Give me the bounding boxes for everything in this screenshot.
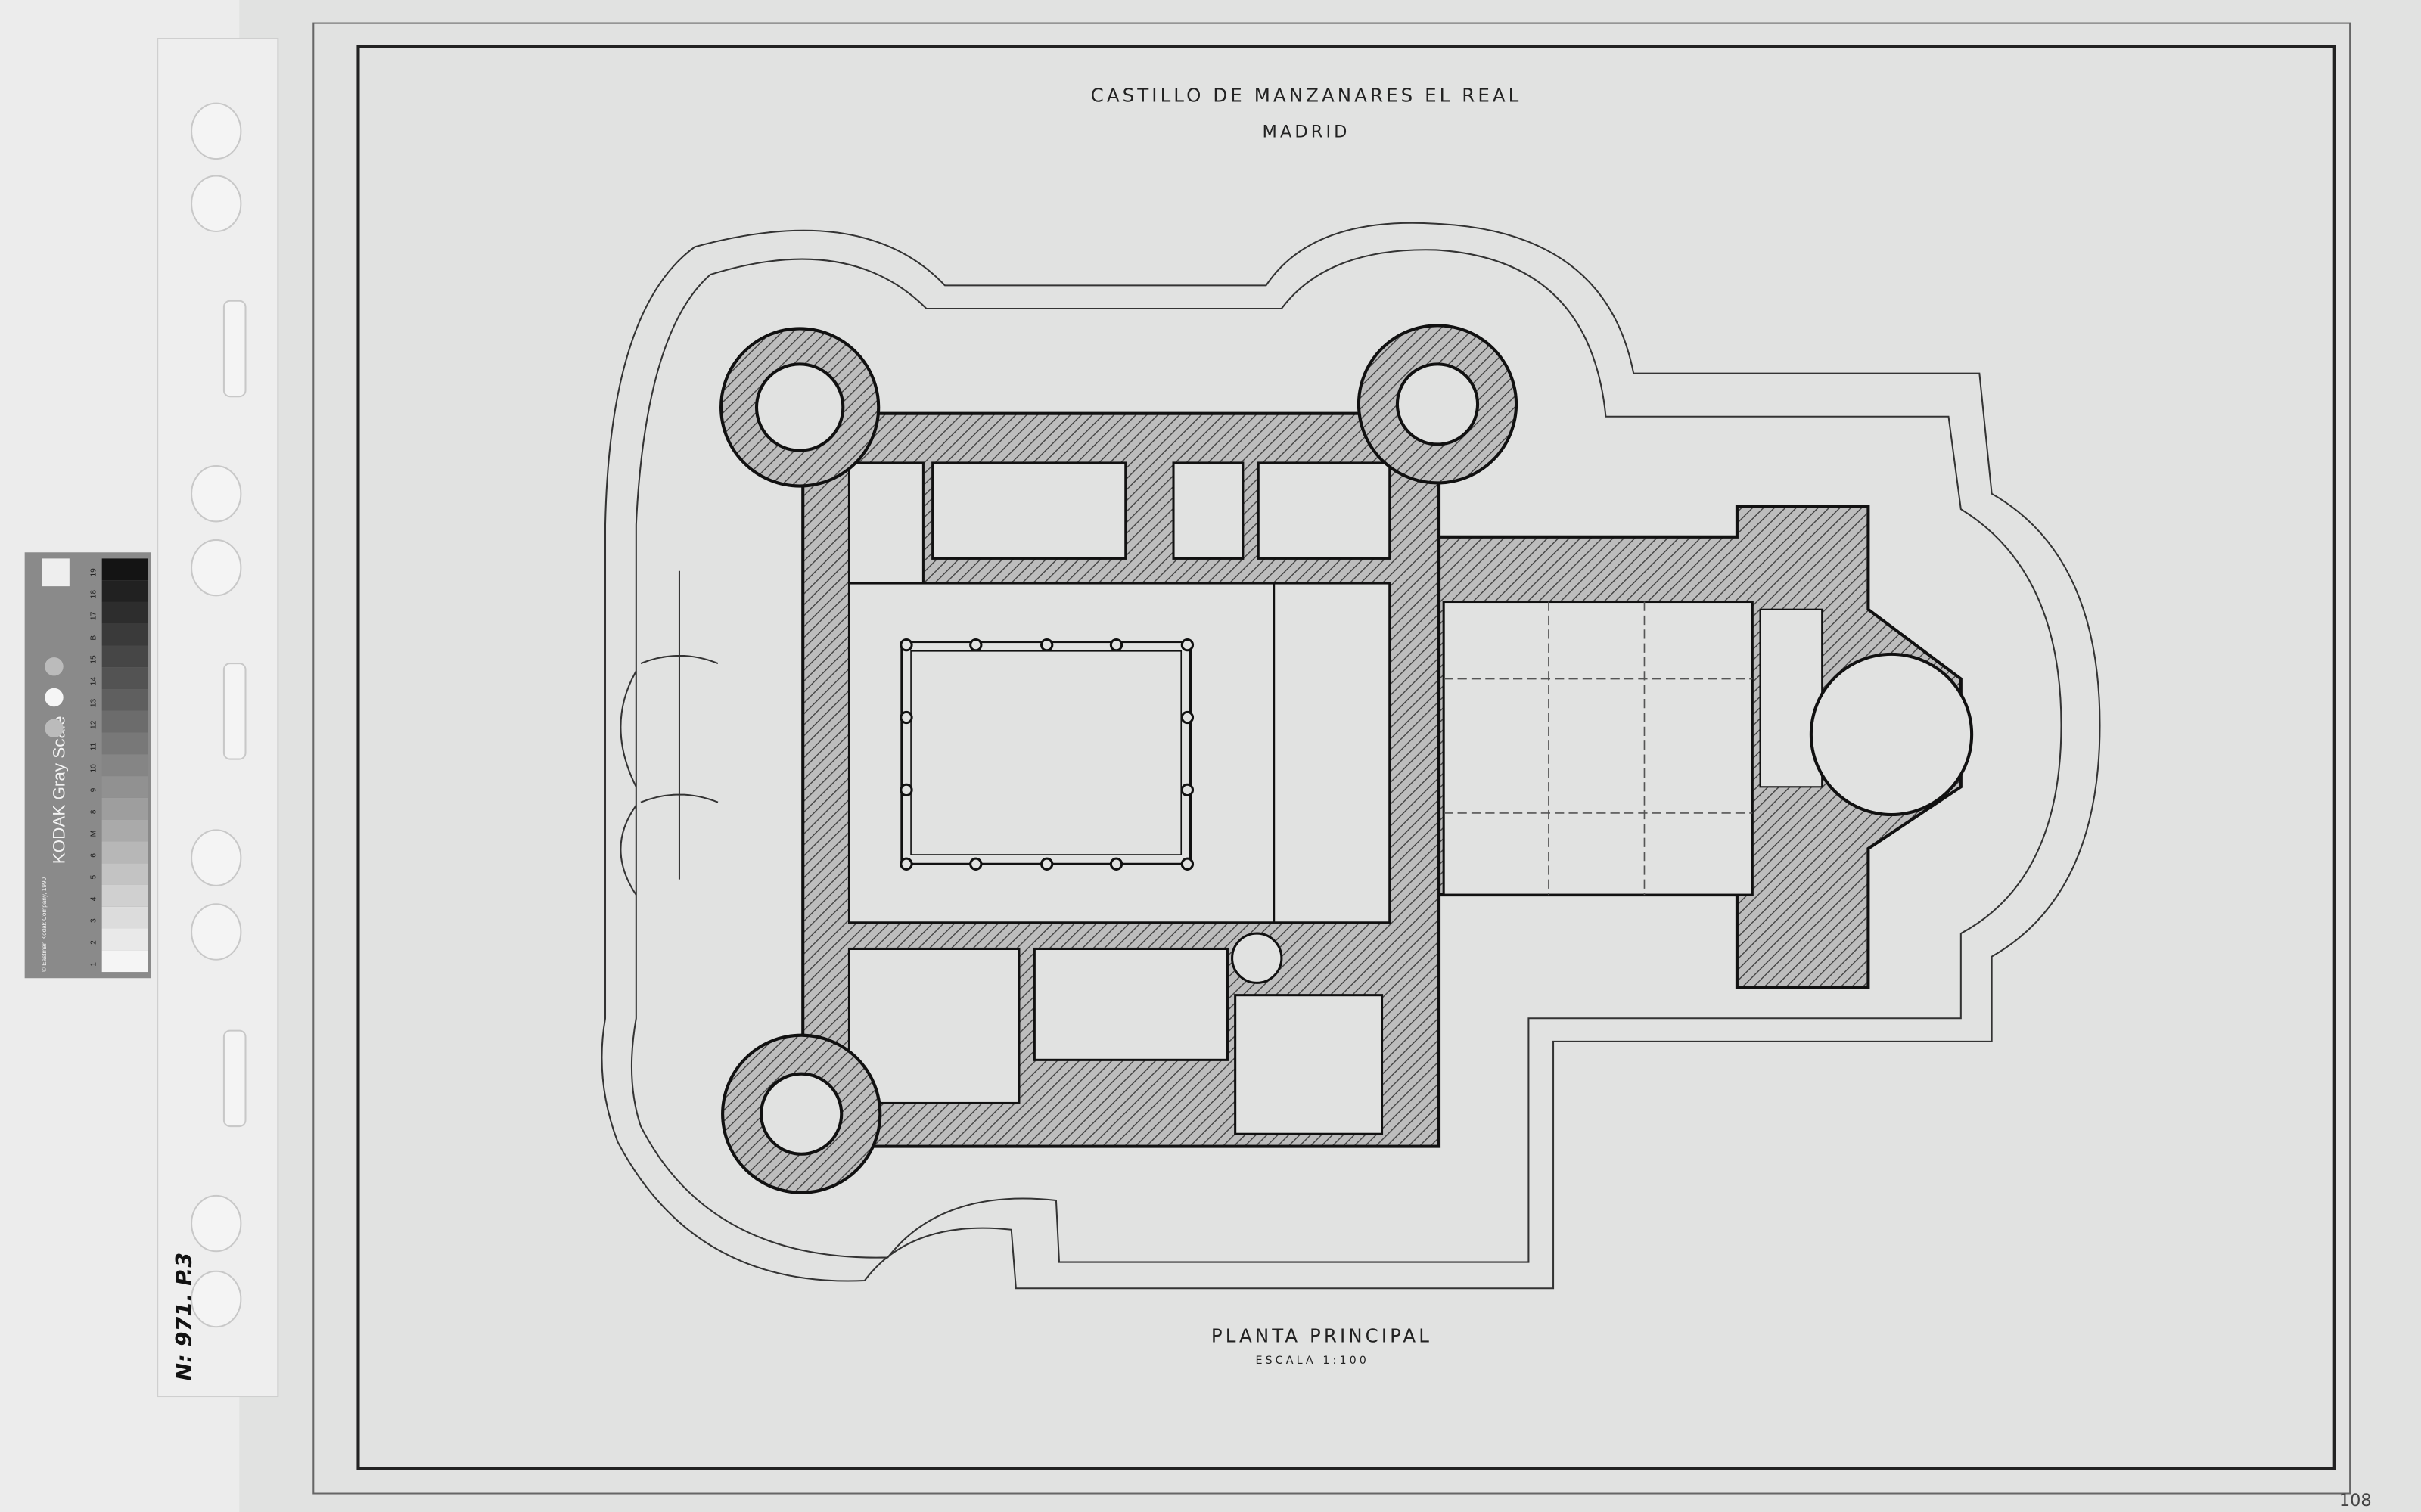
gray-step-label: 14	[90, 677, 98, 686]
inner-frame	[356, 45, 2336, 1470]
gray-step-label: 5	[90, 875, 98, 880]
gray-step	[101, 928, 148, 951]
gray-step	[101, 601, 148, 624]
courtyard-column	[900, 857, 913, 871]
magenta-mark-icon	[45, 657, 64, 676]
courtyard-column	[1109, 857, 1123, 871]
gray-step	[101, 884, 148, 907]
courtyard-column	[900, 638, 913, 652]
gray-step-label: 17	[90, 611, 98, 620]
gray-step-label: 18	[90, 590, 98, 599]
film-strip	[157, 37, 279, 1398]
gray-step	[101, 797, 148, 820]
gray-step-label: 9	[90, 787, 98, 792]
drawing-title: CASTILLO DE MANZANARES EL REAL	[1091, 85, 1522, 107]
gray-scale-copyright: © Eastman Kodak Company, 1990	[41, 877, 48, 973]
gray-step-label: 12	[90, 720, 98, 729]
gray-step-label: 13	[90, 699, 98, 708]
courtyard-column	[1040, 857, 1054, 871]
gray-step-label: 3	[90, 918, 98, 923]
gray-step	[101, 950, 148, 973]
gray-step	[101, 558, 148, 581]
courtyard-column	[1040, 638, 1054, 652]
gray-step-label: 6	[90, 853, 98, 858]
plan-name: PLANTA PRINCIPAL	[1211, 1325, 1432, 1347]
gray-step	[101, 689, 148, 711]
gray-step	[101, 667, 148, 690]
cyan-mark-icon	[45, 719, 64, 738]
gray-step	[101, 776, 148, 798]
outer-enclosure	[601, 222, 2101, 1290]
courtyard-column	[1109, 638, 1123, 652]
gray-step	[101, 754, 148, 777]
courtyard-column	[900, 783, 913, 797]
courtyard-column	[969, 638, 983, 652]
courtyard-column	[900, 710, 913, 725]
plan-scale: ESCALA 1:100	[1255, 1355, 1369, 1367]
gray-step	[101, 710, 148, 733]
archive-note: N: 971. P.3	[171, 1253, 197, 1381]
courtyard-column	[1180, 710, 1195, 725]
gray-step-label: 4	[90, 896, 98, 901]
courtyard-column	[1180, 783, 1195, 797]
gray-step	[101, 841, 148, 864]
gray-step-label: M	[90, 831, 98, 837]
gray-step	[101, 732, 148, 755]
gray-step-label: 10	[90, 764, 98, 773]
kodak-logo-icon	[42, 558, 70, 587]
outer-border	[312, 22, 2351, 1495]
gray-step-label: 11	[90, 742, 98, 750]
drawing-subtitle: MADRID	[1263, 123, 1350, 142]
gray-step-label: 1	[90, 962, 98, 967]
gray-step-label: 15	[90, 655, 98, 664]
gray-step-label: 19	[90, 568, 98, 577]
yellow-mark-icon	[45, 688, 64, 707]
courtyard-column	[1180, 857, 1195, 871]
sheet-number: 108	[2339, 1491, 2372, 1510]
gray-step-label: 2	[90, 940, 98, 945]
gray-step-label: 8	[90, 809, 98, 814]
gray-step	[101, 623, 148, 646]
gray-step-label: B	[90, 635, 98, 641]
gray-step	[101, 819, 148, 842]
gray-step	[101, 906, 148, 929]
spiral-stair	[1231, 932, 1283, 984]
gray-scale-brand: KODAK Gray Scale	[50, 716, 69, 865]
gray-step	[101, 863, 148, 885]
gray-step	[101, 645, 148, 668]
castle-plan	[719, 324, 1974, 1194]
courtyard-column	[1180, 638, 1195, 652]
courtyard-column	[969, 857, 983, 871]
gray-step	[101, 580, 148, 602]
